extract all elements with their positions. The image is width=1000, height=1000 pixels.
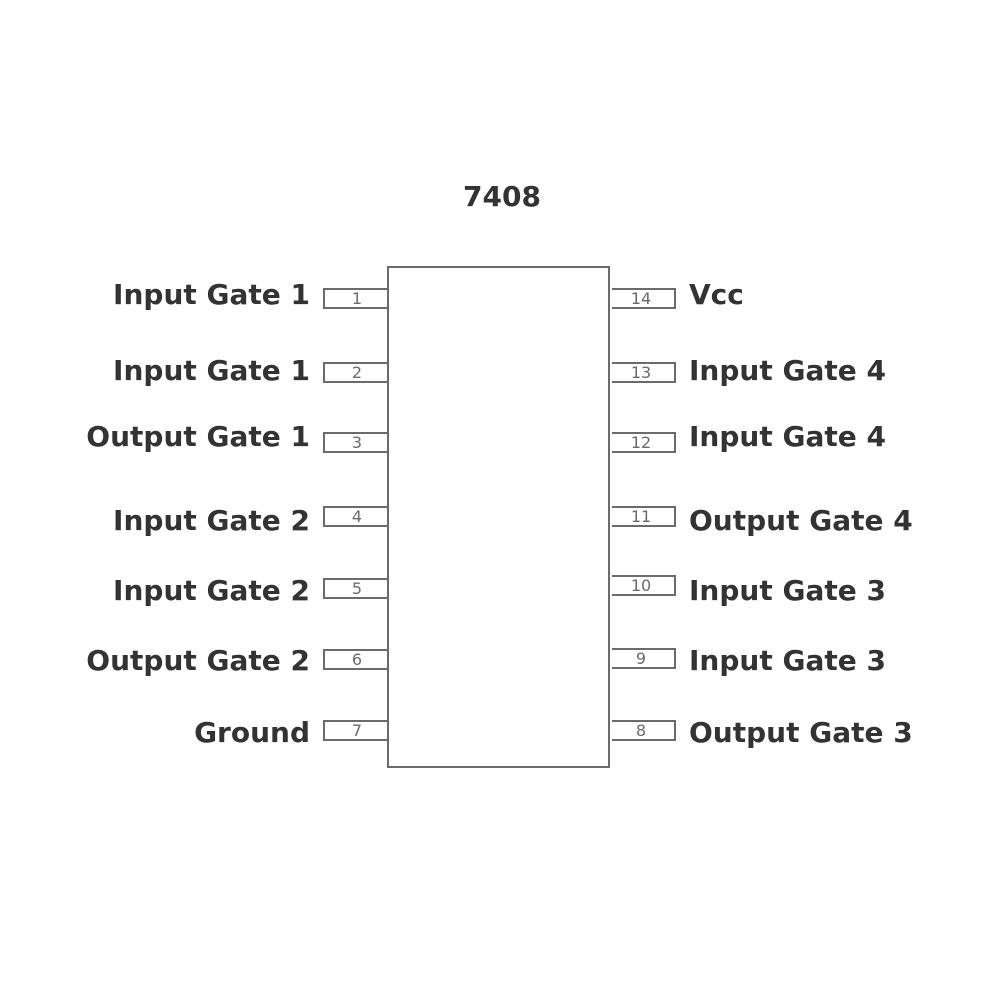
pin-number-7: 7 — [323, 720, 387, 741]
pin-label-12: Input Gate 4 — [689, 420, 886, 453]
pin-label-8: Output Gate 3 — [689, 716, 913, 749]
pin-number-9: 9 — [612, 648, 676, 669]
pin-label-14: Vcc — [689, 278, 744, 311]
pin-label-2: Input Gate 1 — [113, 354, 310, 387]
chip-body — [387, 266, 610, 768]
pin-label-13: Input Gate 4 — [689, 354, 886, 387]
pin-number-2: 2 — [323, 362, 387, 383]
pin-label-4: Input Gate 2 — [113, 504, 310, 537]
pin-label-11: Output Gate 4 — [689, 504, 913, 537]
pin-label-9: Input Gate 3 — [689, 644, 886, 677]
pin-label-5: Input Gate 2 — [113, 574, 310, 607]
pin-number-1: 1 — [323, 288, 387, 309]
pin-number-6: 6 — [323, 649, 387, 670]
pin-number-13: 13 — [612, 362, 676, 383]
pin-number-8: 8 — [612, 720, 676, 741]
chip-part-number: 7408 — [463, 180, 541, 213]
pin-label-10: Input Gate 3 — [689, 574, 886, 607]
pin-number-5: 5 — [323, 578, 387, 599]
pin-number-11: 11 — [612, 506, 676, 527]
pin-number-14: 14 — [612, 288, 676, 309]
pin-number-4: 4 — [323, 506, 387, 527]
pin-label-6: Output Gate 2 — [86, 644, 310, 677]
pin-label-1: Input Gate 1 — [113, 278, 310, 311]
pin-label-3: Output Gate 1 — [86, 420, 310, 453]
pin-number-10: 10 — [612, 575, 676, 596]
pin-number-12: 12 — [612, 432, 676, 453]
pin-label-7: Ground — [194, 716, 310, 749]
pin-number-3: 3 — [323, 432, 387, 453]
